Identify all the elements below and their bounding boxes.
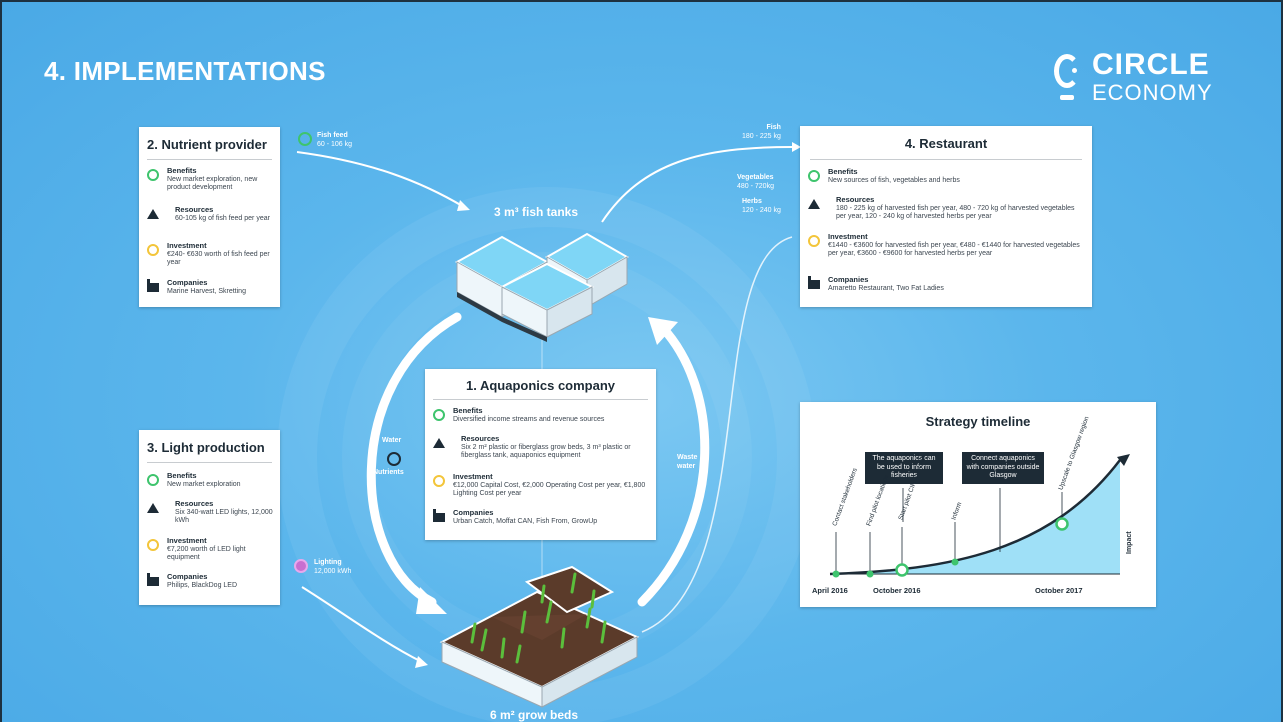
benefits-icon (147, 169, 159, 181)
divider (810, 159, 1082, 160)
lighting-icon (294, 559, 308, 573)
investment-icon (433, 475, 445, 487)
strategy-timeline-card: Strategy timeline The aquaponics can be … (800, 402, 1156, 607)
benefits-icon (808, 170, 820, 182)
divider (147, 462, 272, 463)
arrowhead-left (416, 587, 447, 614)
arrowhead-lighting (415, 656, 428, 668)
timeline-arrowhead (1117, 454, 1130, 466)
card-title: 1. Aquaponics company (465, 378, 616, 393)
fish-tanks-label: 3 m³ fish tanks (494, 205, 579, 219)
arrow-waste-loop-right (637, 322, 710, 607)
logo-name: CIRCLE (1092, 48, 1210, 81)
timeline-date-1: April 2016 (812, 586, 848, 595)
logo-base-icon (1060, 95, 1074, 100)
nutrients-icon (387, 452, 401, 466)
circle-economy-logo: CIRCLE ECONOMY (1050, 48, 1250, 110)
fish-tanks-illustration (454, 232, 630, 342)
milestone-2 (866, 570, 874, 578)
logo-subname: ECONOMY (1092, 80, 1213, 105)
timeline-date-2: October 2016 (873, 586, 921, 595)
investment-icon (808, 235, 820, 247)
arrow-lighting (301, 586, 423, 663)
arrowhead-right (648, 317, 678, 345)
timeline-area (830, 462, 1120, 574)
resources-icon (147, 209, 159, 219)
timeline-note-1: The aquaponics can be used to inform fis… (865, 452, 943, 484)
milestone-3 (895, 563, 909, 577)
resources-icon (808, 199, 820, 209)
timeline-curve (829, 454, 1130, 578)
grow-beds-label: 6 m² grow beds (490, 708, 579, 722)
timeline-date-3: October 2017 (1035, 586, 1083, 595)
factory-icon (147, 279, 159, 292)
investment-row: Investment€7,200 worth of LED light equi… (147, 536, 274, 563)
arrowhead-restaurant (792, 142, 801, 152)
arrow-to-restaurant (601, 146, 793, 223)
arrow-water-loop-left (366, 312, 462, 607)
benefits-icon (433, 409, 445, 421)
halo-ring-outer (277, 187, 817, 722)
factory-icon (147, 573, 159, 586)
impact-axis-label: Impact (1126, 531, 1133, 554)
arrowhead-feed (457, 200, 470, 211)
nutrients-label: Nutrients (373, 469, 404, 476)
divider (433, 399, 648, 400)
timeline-line (829, 459, 1121, 576)
grow-beds-illustration (439, 565, 640, 708)
card-title: 3. Light production (147, 440, 265, 455)
investment-icon (147, 244, 159, 256)
milestone-4 (951, 558, 959, 566)
timeline-title: Strategy timeline (925, 414, 1031, 429)
factory-icon (433, 509, 445, 522)
arrow-feed (296, 151, 465, 208)
investment-row: Investment€12,000 Capital Cost, €2,000 O… (433, 472, 650, 499)
resources-icon (433, 438, 445, 448)
investment-row: Investment€1440 - €3600 for harvested fi… (808, 232, 1086, 259)
arrow-from-beds-to-restaurant (641, 236, 793, 633)
fish-feed-icon (298, 132, 312, 146)
page-title: 4. IMPLEMENTATIONS (44, 56, 326, 86)
timeline-note-2: Connect aquaponics with companies outsid… (962, 452, 1044, 484)
water-label: Water (382, 437, 402, 444)
resources-icon (147, 503, 159, 513)
card-title: 2. Nutrient provider (147, 137, 267, 152)
milestone-1 (832, 570, 840, 578)
investment-row: Investment€240- €630 worth of fish feed … (147, 241, 274, 268)
divider (147, 159, 272, 160)
logo-dot-icon (1072, 68, 1077, 73)
factory-icon (808, 276, 820, 289)
milestone-5 (1055, 517, 1069, 531)
investment-icon (147, 539, 159, 551)
logo-c-icon (1054, 54, 1080, 88)
benefits-icon (147, 474, 159, 486)
card-title: 4. Restaurant (904, 136, 988, 151)
